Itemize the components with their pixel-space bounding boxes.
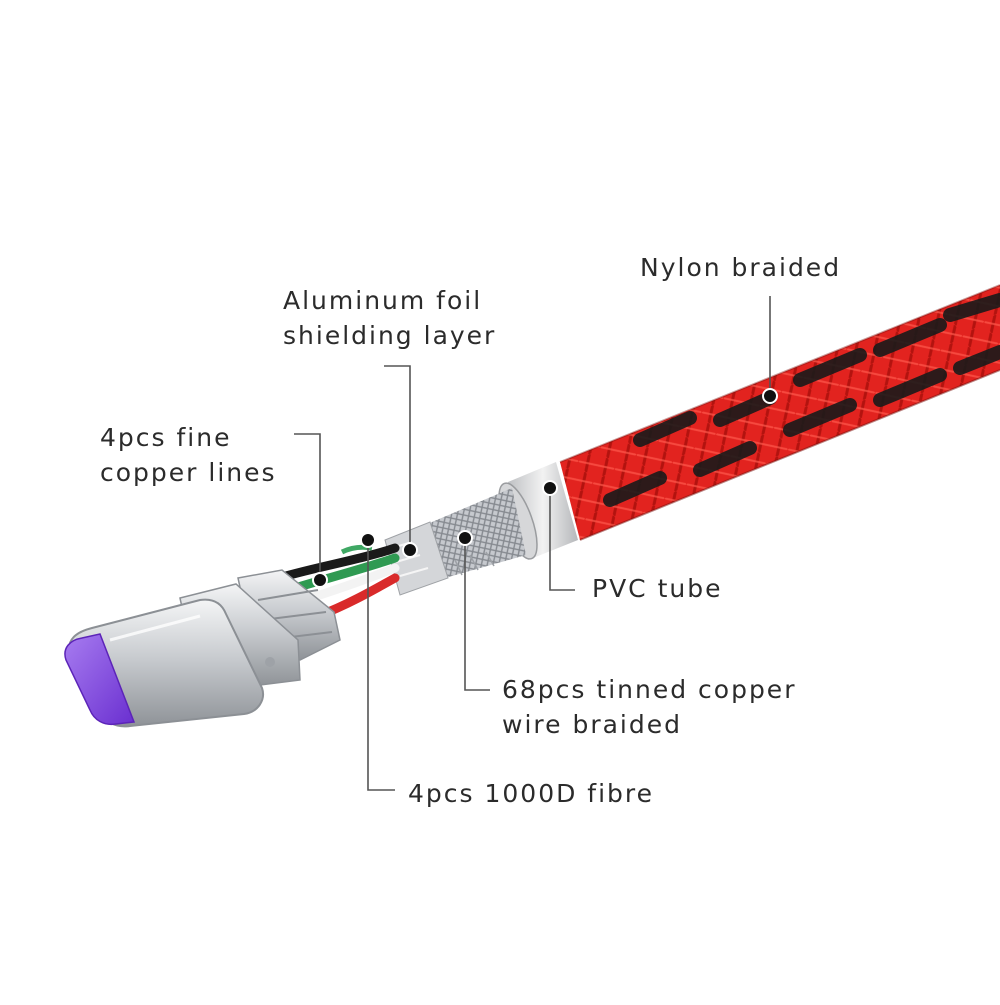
leader-copper-lines [294, 433, 321, 580]
leader-lines [294, 296, 771, 791]
nylon-braided-jacket [559, 284, 1000, 541]
label-pvc-tube-text: PVC tube [592, 574, 723, 603]
label-nylon-braided-text: Nylon braided [640, 253, 842, 282]
label-aluminum-foil: Aluminum foil shielding layer [283, 283, 496, 353]
leader-tinned [464, 538, 490, 691]
leader-foil [384, 365, 411, 550]
label-aluminum-foil-line2: shielding layer [283, 321, 497, 350]
label-fibre-text: 4pcs 1000D fibre [408, 779, 655, 808]
label-aluminum-foil-line1: Aluminum foil [283, 286, 483, 315]
label-fine-copper-line2: copper lines [100, 458, 277, 487]
label-nylon-braided: Nylon braided [640, 250, 841, 285]
leader-fibre [367, 540, 395, 791]
label-fibre: 4pcs 1000D fibre [408, 776, 654, 811]
label-fine-copper-line1: 4pcs fine [100, 423, 232, 452]
leader-pvc [549, 488, 575, 591]
label-tinned-copper: 68pcs tinned copper wire braided [502, 672, 796, 742]
label-tinned-copper-line1: 68pcs tinned copper [502, 675, 797, 704]
label-tinned-copper-line2: wire braided [502, 710, 682, 739]
usb-type-c-connector [64, 569, 341, 728]
leader-dots [312, 388, 778, 588]
label-fine-copper-lines: 4pcs fine copper lines [100, 420, 277, 490]
label-pvc-tube: PVC tube [592, 571, 722, 606]
